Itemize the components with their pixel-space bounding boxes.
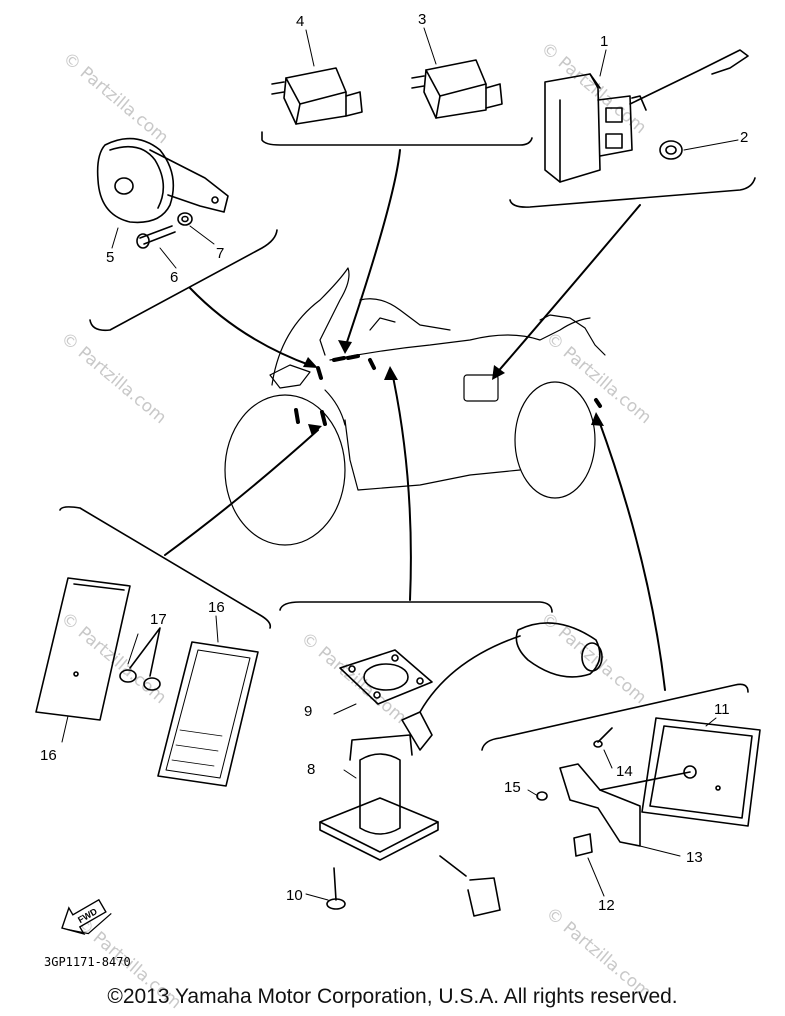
bolt-part-6: [136, 225, 176, 249]
watermark-layer: © Partzilla.com © Partzilla.com © Partzi…: [57, 39, 655, 1014]
bracket-fuel: [279, 601, 553, 613]
callout-10: 10: [286, 887, 303, 904]
horn-part-5: [96, 137, 229, 224]
callout-16-right: 16: [208, 599, 225, 616]
watermark: © Partzilla.com: [542, 329, 655, 429]
callout-1: 1: [600, 33, 608, 50]
gasket-part-9: [339, 649, 433, 705]
bike-locators: [294, 354, 602, 426]
callout-14: 14: [616, 763, 633, 780]
nut-part-2: [659, 140, 683, 160]
main-switch-part-1: [544, 49, 749, 183]
callout-11: 11: [714, 701, 730, 718]
arrowheads: [303, 340, 604, 436]
bracket-switch: [509, 177, 756, 208]
bolt-part-14: [593, 727, 613, 748]
bracket-reflectors: [59, 506, 272, 629]
callout-12: 12: [598, 897, 615, 914]
bracket-relays: [261, 131, 533, 146]
copyright-footer: ©2013 Yamaha Motor Corporation, U.S.A. A…: [107, 985, 678, 1008]
license-light-part-11: [641, 717, 761, 827]
watermark: © Partzilla.com: [297, 629, 410, 729]
screw-part-10: [326, 867, 346, 910]
nut-part-12: [573, 833, 593, 857]
callout-8: 8: [307, 761, 315, 778]
watermark: © Partzilla.com: [57, 329, 170, 429]
bracket-horn: [89, 229, 278, 332]
bracket-light: [481, 683, 749, 751]
watermark: © Partzilla.com: [537, 39, 650, 139]
reflector-part-16-left: [35, 577, 131, 721]
reflector-part-16-right: [157, 641, 259, 787]
nut-part-15: [536, 791, 548, 801]
callout-13: 13: [686, 849, 703, 866]
callout-3: 3: [418, 11, 426, 28]
relay-part-4: [271, 67, 363, 125]
motorcycle-outline: [224, 267, 606, 546]
callout-9: 9: [304, 703, 312, 720]
leader-lines: [164, 149, 666, 691]
callout-5: 5: [106, 249, 114, 266]
callout-15: 15: [504, 779, 521, 796]
callout-4: 4: [296, 13, 304, 30]
nut-part-17: [119, 627, 161, 691]
diagram-code: 3GP1171-8470: [44, 955, 131, 969]
callout-labels: 4 3 1 2 5 6 7 17 16 16 9 8 10 11 14 15 1…: [40, 11, 748, 914]
callout-7: 7: [216, 245, 224, 262]
watermark: © Partzilla.com: [59, 49, 172, 149]
fuel-sender-part-8: [319, 622, 603, 917]
callout-6: 6: [170, 269, 178, 286]
callout-16-left: 16: [40, 747, 57, 764]
callout-2: 2: [740, 129, 748, 146]
nut-part-7: [177, 212, 193, 226]
callout-leaders: [61, 27, 739, 901]
relay-part-3: [411, 59, 503, 119]
callout-17: 17: [150, 611, 167, 628]
